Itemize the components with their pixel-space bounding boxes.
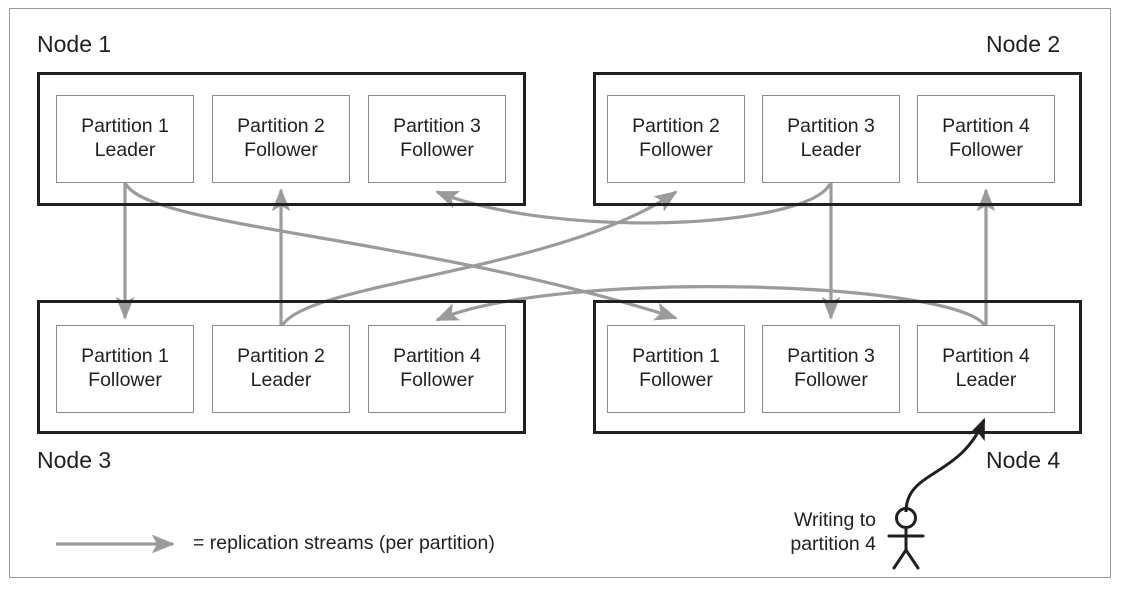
- partition-role: Leader: [94, 139, 156, 161]
- partition-box-n3-p2[interactable]: Partition 2 Leader: [212, 325, 350, 413]
- partition-role: Follower: [244, 139, 318, 161]
- node-label-node3: Node 3: [37, 447, 112, 473]
- partition-role: Follower: [639, 139, 713, 161]
- partition-box-n2-p3[interactable]: Partition 3 Leader: [762, 95, 900, 183]
- partition-box-n1-p1[interactable]: Partition 1 Leader: [56, 95, 194, 183]
- partition-role: Follower: [88, 369, 162, 391]
- partition-name: Partition 1: [81, 345, 169, 368]
- partition-box-n3-p4[interactable]: Partition 4 Follower: [368, 325, 506, 413]
- partition-name: Partition 3: [787, 345, 875, 368]
- writer-label-line1: Writing to: [794, 509, 876, 531]
- legend-label: = replication streams (per partition): [193, 532, 495, 554]
- partition-role: Follower: [400, 139, 474, 161]
- partition-role: Follower: [400, 369, 474, 391]
- partition-box-n2-p2[interactable]: Partition 2 Follower: [607, 95, 745, 183]
- partition-role: Follower: [639, 369, 713, 391]
- partition-box-n1-p3[interactable]: Partition 3 Follower: [368, 95, 506, 183]
- partition-name: Partition 3: [393, 115, 481, 138]
- partition-box-n3-p1[interactable]: Partition 1 Follower: [56, 325, 194, 413]
- node-label-node4: Node 4: [986, 447, 1061, 473]
- writer-label: Writing to partition 4: [680, 508, 876, 557]
- partition-name: Partition 2: [237, 115, 325, 138]
- node-label-node2: Node 2: [986, 31, 1061, 57]
- partition-name: Partition 4: [393, 345, 481, 368]
- partition-box-n2-p4[interactable]: Partition 4 Follower: [917, 95, 1055, 183]
- partition-name: Partition 3: [787, 115, 875, 138]
- node-box-node4: [593, 300, 1082, 434]
- node-box-node1: [37, 72, 526, 206]
- partition-role: Follower: [949, 139, 1023, 161]
- node-label-node1: Node 1: [37, 31, 112, 57]
- node-box-node2: [593, 72, 1082, 206]
- writer-label-line2: partition 4: [790, 533, 876, 556]
- partition-box-n1-p2[interactable]: Partition 2 Follower: [212, 95, 350, 183]
- partition-name: Partition 1: [81, 115, 169, 138]
- partition-name: Partition 4: [942, 345, 1030, 368]
- partition-role: Leader: [800, 139, 862, 161]
- partition-role: Follower: [794, 369, 868, 391]
- partition-role: Leader: [955, 369, 1017, 391]
- partition-name: Partition 4: [942, 115, 1030, 138]
- partition-role: Leader: [250, 369, 312, 391]
- partition-name: Partition 2: [632, 115, 720, 138]
- partition-box-n4-p1[interactable]: Partition 1 Follower: [607, 325, 745, 413]
- partition-box-n4-p4[interactable]: Partition 4 Leader: [917, 325, 1055, 413]
- partition-box-n4-p3[interactable]: Partition 3 Follower: [762, 325, 900, 413]
- node-box-node3: [37, 300, 526, 434]
- partition-name: Partition 1: [632, 345, 720, 368]
- partition-name: Partition 2: [237, 345, 325, 368]
